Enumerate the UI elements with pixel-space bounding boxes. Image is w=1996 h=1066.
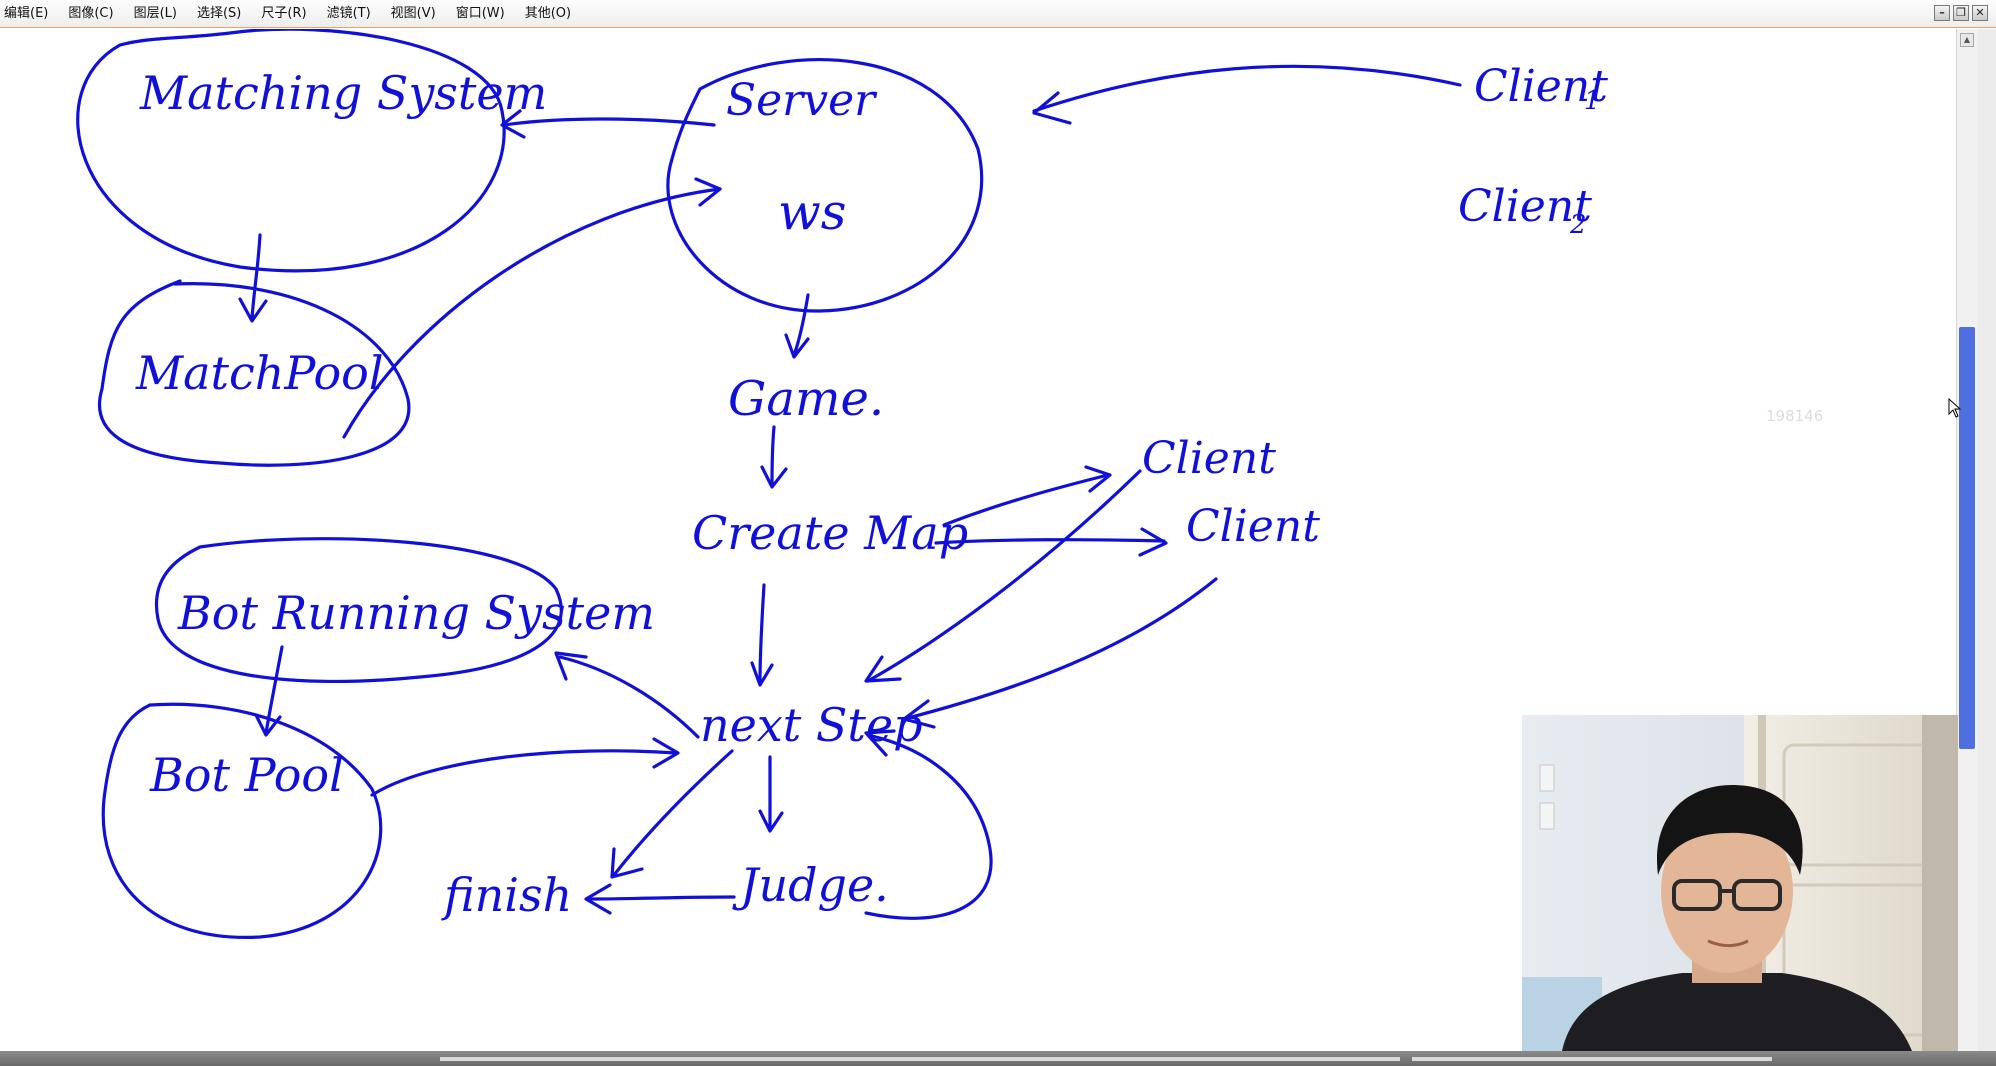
- menu-select[interactable]: 选择(S): [189, 0, 253, 28]
- menu-ruler[interactable]: 尺子(R): [253, 0, 318, 28]
- vertical-scrollbar[interactable]: ▲: [1956, 29, 1978, 1051]
- label-client-2-sub: 2: [1569, 210, 1587, 240]
- menu-image[interactable]: 图像(C): [60, 0, 125, 28]
- label-ws: ws: [778, 183, 846, 241]
- label-create-map: Create Map: [692, 506, 968, 560]
- label-server: Server: [726, 75, 878, 126]
- arrow-map-to-client-b: [936, 540, 1164, 543]
- arrow-client-to-server: [1034, 66, 1460, 111]
- arrow-pool-to-server: [344, 189, 720, 437]
- arrow-map-to-client-a: [944, 475, 1108, 525]
- mouse-cursor-icon: [1948, 398, 1962, 418]
- label-finish: finish: [441, 868, 572, 922]
- faint-id-number: 198146: [1766, 407, 1823, 425]
- label-judge: Judge.: [732, 858, 889, 912]
- bottom-status-bar: [0, 1051, 1996, 1066]
- menu-view[interactable]: 视图(V): [383, 0, 448, 28]
- right-gutter: [1978, 29, 1996, 1051]
- menu-other[interactable]: 其他(O): [517, 0, 583, 28]
- arrow-map-to-next-step: [760, 585, 764, 683]
- menu-layer[interactable]: 图层(L): [126, 0, 189, 28]
- menu-bar: 编辑(E) 图像(C) 图层(L) 选择(S) 尺子(R) 滤镜(T) 视图(V…: [0, 0, 1996, 28]
- scroll-thumb[interactable]: [1959, 327, 1975, 749]
- label-next-step: next Step: [700, 698, 923, 752]
- arrow-next-to-finish: [614, 751, 732, 875]
- label-client-b: Client: [1186, 501, 1320, 552]
- arrow-bot-pool-to-next: [372, 751, 676, 795]
- restore-button[interactable]: ❐: [1953, 5, 1969, 21]
- menu-edit[interactable]: 编辑(E): [0, 0, 60, 28]
- arrowhead-game-to-map: [762, 467, 786, 487]
- webcam-presenter-image: [1522, 715, 1958, 1051]
- bot-pool-ellipse: [103, 704, 380, 937]
- label-client-1-sub: 1: [1584, 86, 1601, 116]
- minimize-button[interactable]: –: [1934, 5, 1950, 21]
- menu-items: 编辑(E) 图像(C) 图层(L) 选择(S) 尺子(R) 滤镜(T) 视图(V…: [0, 0, 583, 28]
- arrowhead-client-to-server: [1034, 93, 1070, 123]
- arrow-judge-to-finish: [590, 897, 734, 899]
- label-bot-running-system: Bot Running System: [177, 586, 655, 640]
- close-button[interactable]: ✕: [1972, 5, 1988, 21]
- label-client-a: Client: [1142, 433, 1276, 484]
- scroll-up-arrow-icon[interactable]: ▲: [1960, 33, 1974, 47]
- menu-window[interactable]: 窗口(W): [448, 0, 517, 28]
- arrow-matching-to-pool: [252, 235, 260, 319]
- arrow-next-to-bot-running: [560, 657, 698, 737]
- bottom-progress-segment: [440, 1057, 1400, 1061]
- arrowhead-map-to-next-step: [752, 663, 772, 685]
- label-game: Game.: [728, 371, 884, 427]
- arrow-game-to-map: [772, 427, 774, 485]
- menu-filter[interactable]: 滤镜(T): [319, 0, 383, 28]
- label-bot-pool: Bot Pool: [149, 748, 344, 802]
- window-controls: – ❐ ✕: [1934, 5, 1988, 21]
- bottom-secondary-segment: [1412, 1057, 1772, 1061]
- arrow-client-b-to-next: [904, 579, 1216, 719]
- webcam-overlay: [1522, 715, 1958, 1051]
- label-match-pool: MatchPool: [135, 346, 384, 400]
- label-matching-system: Matching System: [139, 66, 547, 120]
